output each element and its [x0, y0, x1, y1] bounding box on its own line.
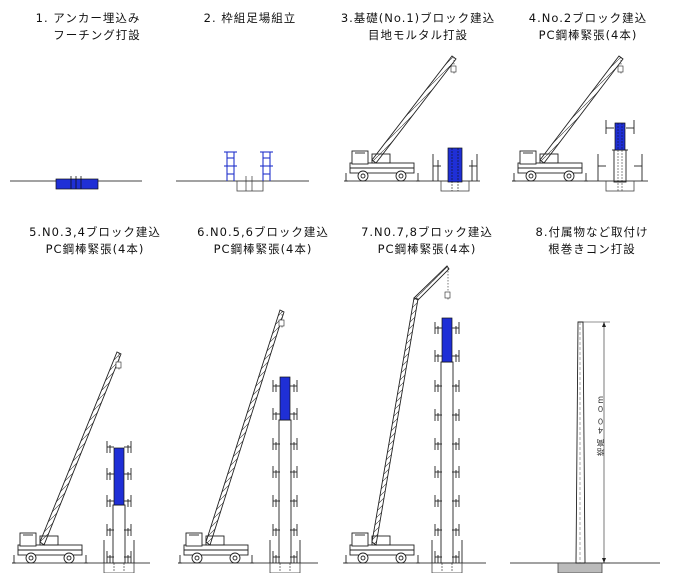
step-7-caption: 7.N0.7,8ブロック建込 PC鋼棒緊張(4本) — [342, 224, 512, 258]
step-6-subtitle: PC鋼棒緊張(4本) — [213, 242, 313, 256]
step-3-title: 3.基礎(No.1)ブロック建込 — [340, 11, 496, 25]
step-5-subtitle: PC鋼棒緊張(4本) — [45, 242, 145, 256]
step-7-title: 7.N0.7,8ブロック建込 — [361, 225, 493, 239]
step-8-caption: 8.付属物など取付け 根巻きコン打設 — [518, 224, 666, 258]
step-1-title: 1. アンカー埋込み — [35, 11, 141, 25]
step-5-figure — [11, 351, 150, 573]
step-3-subtitle: 目地モルタル打設 — [368, 28, 468, 42]
step-4-subtitle: PC鋼棒緊張(4本) — [538, 28, 638, 42]
step-3-figure — [343, 55, 480, 192]
step-6-title: 6.N0.5,6ブロック建込 — [197, 225, 329, 239]
crane-truck — [11, 532, 89, 564]
step-6-figure — [177, 309, 318, 573]
step-7-subtitle: PC鋼棒緊張(4本) — [377, 242, 477, 256]
step-2-title: 2. 枠組足場組立 — [203, 11, 297, 25]
step-8-title: 8.付属物など取付け — [535, 225, 649, 239]
step-4-title: 4.No.2ブロック建込 — [528, 11, 648, 25]
step-2-caption: 2. 枠組足場組立 — [186, 10, 314, 27]
step-1-caption: 1. アンカー埋込み フーチング打設 — [24, 10, 152, 44]
step-1-figure — [10, 176, 142, 190]
step-5-caption: 5.N0.3,4ブロック建込 PC鋼棒緊張(4本) — [10, 224, 180, 258]
step-4-figure — [511, 55, 648, 192]
crane-truck — [343, 532, 421, 564]
step-6-caption: 6.N0.5,6ブロック建込 PC鋼棒緊張(4本) — [178, 224, 348, 258]
step-5-title: 5.N0.3,4ブロック建込 — [29, 225, 161, 239]
step-3-caption: 3.基礎(No.1)ブロック建込 目地モルタル打設 — [338, 10, 498, 44]
crane-truck — [177, 532, 255, 564]
step-8-subtitle: 根巻きコン打設 — [548, 242, 636, 256]
step-4-caption: 4.No.2ブロック建込 PC鋼棒緊張(4本) — [504, 10, 672, 44]
step-2-figure — [176, 151, 309, 192]
step-1-subtitle: フーチング打設 — [53, 28, 141, 42]
step-7-figure — [343, 265, 486, 573]
scaffold-frame — [224, 151, 273, 181]
step-8-figure — [510, 321, 660, 573]
tower-height-dimension-label: 塔高 ４０ ０m — [596, 395, 605, 456]
